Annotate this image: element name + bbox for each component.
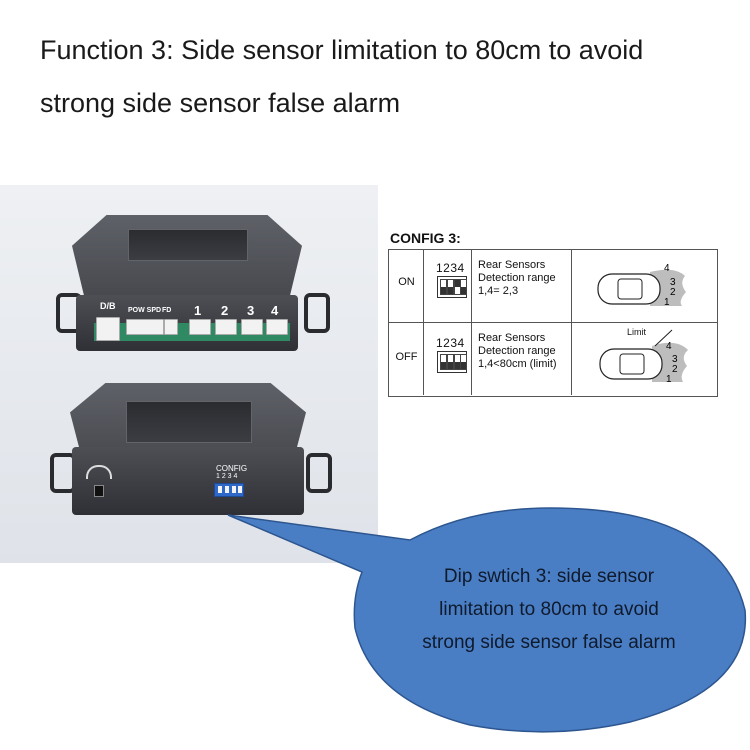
lower-device-window [126, 401, 252, 443]
upper-device-window [128, 229, 248, 261]
label-port-3: 3 [247, 303, 255, 318]
lower-device-front [72, 447, 304, 515]
connector-2[interactable] [215, 319, 237, 335]
connector-3[interactable] [241, 319, 263, 335]
headline-line-1: Function 3: Side sensor limitation to 80… [40, 35, 644, 65]
bubble-line-3: strong side sensor false alarm [422, 632, 676, 653]
connector-fd[interactable] [164, 319, 178, 335]
limit-label: Limit [627, 327, 647, 337]
label-port-2: 2 [221, 303, 229, 318]
adjust-knob-hole [94, 485, 104, 497]
desc-on-line3: 1,4= 2,3 [478, 285, 519, 297]
desc-off: Rear Sensors Detection range 1,4<80cm (l… [478, 332, 557, 371]
speech-bubble-shape [227, 507, 747, 733]
connector-1[interactable] [189, 319, 211, 335]
config-row-off: OFF 1234 Rear Sensors Detection range 1,… [389, 322, 717, 395]
config-dip-switch[interactable] [214, 483, 244, 497]
config-table: ON 1234 Rear Sensors Detection range 1,4… [388, 249, 718, 397]
desc-on: Rear Sensors Detection range 1,4= 2,3 [478, 259, 556, 298]
state-off: OFF [395, 351, 418, 363]
label-config: CONFIG [216, 464, 248, 473]
state-on: ON [398, 276, 415, 288]
desc-on-line2: Detection range [478, 272, 556, 284]
mount-ear-lower-right [306, 453, 332, 493]
label-port-1: 1 [194, 303, 202, 318]
label-pow-spd: POW SPD [128, 307, 162, 314]
headline: Function 3: Side sensor limitation to 80… [40, 24, 730, 130]
dip-numbers-off: 1234 [436, 336, 465, 350]
bubble-text: Dip swtich 3: side sensor limitation to … [404, 560, 694, 659]
label-db: D/B [100, 301, 116, 311]
adjust-knob-icon[interactable] [86, 465, 112, 479]
connector-db[interactable] [96, 317, 120, 341]
bubble-line-2: limitation to 80cm to avoid [439, 599, 659, 620]
mini-dip-off [437, 351, 467, 373]
connector-4[interactable] [266, 319, 288, 335]
desc-off-line3: 1,4<80cm (limit) [478, 358, 557, 370]
label-config-numbers: 1 2 3 4 [216, 473, 238, 480]
product-photo: D/B POW SPD FD 1 2 3 4 CONFIG 1 2 3 4 [0, 185, 378, 563]
desc-off-line2: Detection range [478, 345, 556, 357]
connector-pow-spd[interactable] [126, 319, 164, 335]
bubble-line-1: Dip swtich 3: side sensor [443, 566, 655, 587]
desc-on-line1: Rear Sensors [478, 259, 546, 271]
config-table-title: CONFIG 3: [390, 230, 461, 246]
label-fd: FD [162, 307, 172, 314]
mount-ear-right [304, 293, 330, 333]
label-port-4: 4 [271, 303, 279, 318]
headline-line-2: strong side sensor false alarm [40, 88, 401, 118]
mini-dip-on [437, 276, 467, 298]
config-row-on: ON 1234 Rear Sensors Detection range 1,4… [389, 250, 717, 322]
dip-numbers-on: 1234 [436, 261, 465, 275]
desc-off-line1: Rear Sensors [478, 332, 546, 344]
